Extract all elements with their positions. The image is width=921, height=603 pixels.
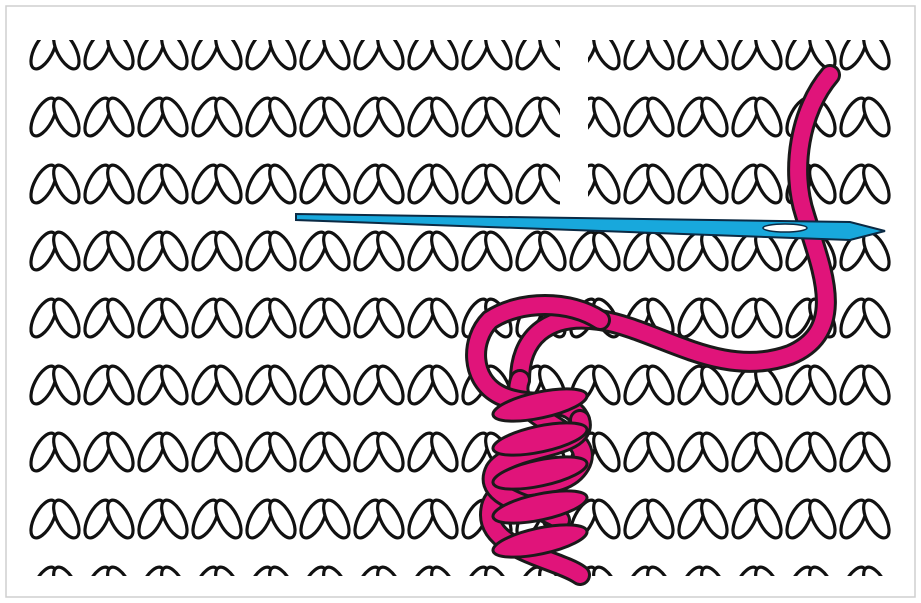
needle-eye bbox=[763, 224, 807, 232]
knit-fabric bbox=[26, 27, 894, 603]
figure-frame bbox=[6, 6, 915, 597]
dropped-stitch-gap bbox=[560, 40, 588, 215]
